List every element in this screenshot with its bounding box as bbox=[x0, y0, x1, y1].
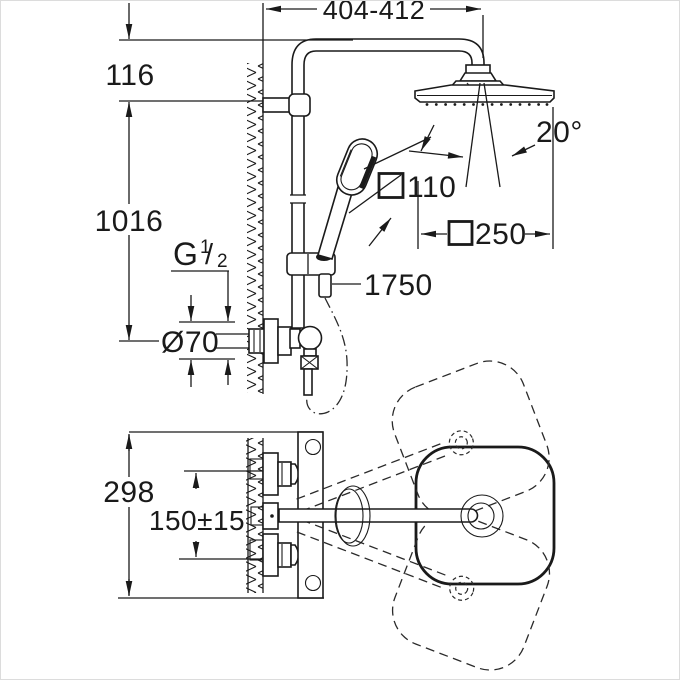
tilt-line-left bbox=[465, 82, 481, 188]
tilt-line-right bbox=[483, 82, 501, 188]
arm-joint-outer bbox=[460, 494, 504, 538]
valve-nut bbox=[277, 326, 292, 356]
hose-outlet bbox=[303, 368, 313, 396]
plan-dimensions: 298 150±15 bbox=[103, 431, 324, 599]
front-dimensions: 404-412 116 1016 G 1 / 2 bbox=[95, 1, 583, 387]
rail-joint bbox=[290, 194, 306, 204]
check-valve bbox=[300, 355, 319, 370]
hose-connector bbox=[318, 273, 332, 298]
svg-text:/: / bbox=[205, 239, 214, 271]
head-shower-side bbox=[414, 64, 555, 188]
svg-text:G: G bbox=[173, 236, 198, 272]
dim-head-tilt-angle-label: 20° bbox=[536, 116, 583, 149]
shower-arm-plan bbox=[278, 508, 479, 523]
dim-head-shower-size-label: 250 bbox=[475, 218, 527, 251]
spray-nozzles bbox=[425, 103, 549, 106]
dim-connection-spacing-label: 150±15 bbox=[149, 505, 245, 536]
hand-shower-handle bbox=[317, 185, 353, 260]
hand-shower bbox=[317, 138, 379, 260]
s-union-top bbox=[262, 452, 300, 496]
bracket-clamp bbox=[288, 93, 311, 117]
handle-knob-top bbox=[304, 438, 322, 456]
front-view: 404-412 116 1016 G 1 / 2 bbox=[95, 1, 583, 415]
dim-arm-offset-label: 116 bbox=[105, 59, 154, 92]
s-union-bottom bbox=[262, 533, 300, 577]
thermostat-valve-front bbox=[216, 318, 323, 396]
dim-hose-length-label: 1750 bbox=[364, 269, 433, 302]
square-symbol-icon bbox=[377, 172, 405, 199]
wall-hatch bbox=[247, 63, 263, 393]
head-shower-swivel-right bbox=[296, 513, 551, 671]
hand-shower-plan bbox=[334, 485, 371, 547]
svg-text:2: 2 bbox=[217, 251, 228, 272]
head-shower-swivel-left bbox=[296, 360, 550, 519]
dim-top-width-label: 404-412 bbox=[323, 1, 426, 25]
shower-hose bbox=[306, 297, 348, 415]
diverter-ball bbox=[297, 325, 323, 351]
dim-thread-label: G 1 / 2 bbox=[173, 236, 228, 272]
dim-hand-shower-size-label: 110 bbox=[407, 171, 456, 204]
dim-rail-height-label: 1016 bbox=[95, 205, 164, 238]
arm-joint-inner bbox=[467, 502, 495, 530]
dim-escutcheon-diameter-label: Ø70 bbox=[161, 326, 219, 359]
head-shower-disc bbox=[414, 84, 555, 103]
escutcheon bbox=[263, 318, 279, 364]
svg-text:1: 1 bbox=[200, 237, 211, 258]
plan-view: 298 150±15 bbox=[103, 360, 556, 671]
square-symbol-icon bbox=[447, 220, 474, 246]
dim-valve-height-label: 298 bbox=[103, 476, 155, 509]
handle-knob-bottom bbox=[304, 574, 322, 592]
